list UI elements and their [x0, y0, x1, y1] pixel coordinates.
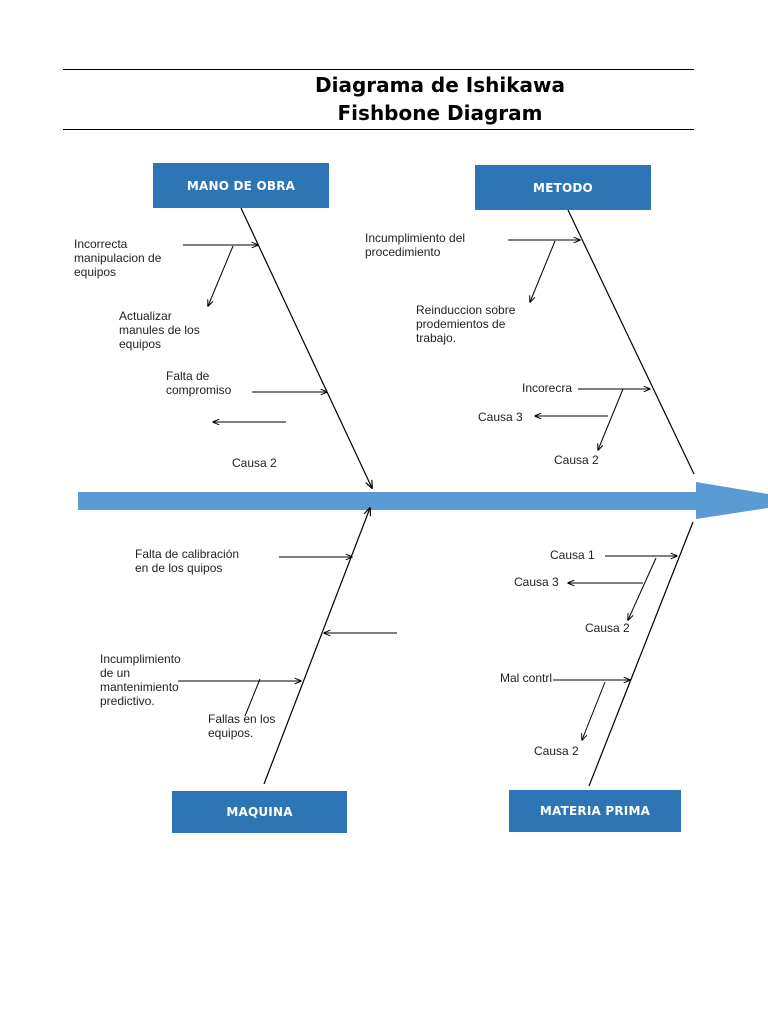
category-materia-prima: MATERIA PRIMA: [509, 790, 681, 832]
header-rule-top: [63, 69, 694, 70]
cause-maquina-1: Falta de calibración en de los quipos: [135, 547, 240, 575]
cause-maquina-3: Fallas en los equipos.: [208, 712, 276, 740]
cause-mano-2: Actualizar manules de los equipos: [119, 309, 200, 351]
cause-materia-5: Causa 2: [534, 744, 579, 758]
spine-head: [696, 482, 768, 519]
spine-bar: [78, 492, 698, 510]
cause-mano-1: Incorrecta manipulacion de equipos: [74, 237, 162, 279]
category-metodo: METODO: [475, 165, 651, 210]
cause-mano-3: Falta de compromiso: [166, 369, 232, 397]
header-rule-bottom: [63, 129, 694, 130]
cause-maquina-2: Incumplimiento de un mantenimiento predi…: [100, 652, 181, 708]
cause-metodo-2: Reinduccion sobre prodemientos de trabaj…: [416, 303, 516, 345]
category-mano-de-obra: MANO DE OBRA: [153, 163, 329, 208]
diagram-title: Diagrama de Ishikawa Fishbone Diagram: [290, 71, 590, 127]
cause-materia-2: Causa 3: [514, 575, 559, 589]
title-line-2: Fishbone Diagram: [337, 101, 543, 125]
cause-materia-3: Causa 2: [585, 621, 630, 635]
title-line-1: Diagrama de Ishikawa: [315, 73, 565, 97]
cause-mano-4: Causa 2: [232, 456, 277, 470]
cause-materia-4: Mal contrl: [500, 671, 553, 685]
cause-metodo-3: Incorecra: [522, 381, 573, 395]
bone-metodo: [567, 209, 695, 475]
bone-mano-de-obra: [240, 207, 372, 488]
bone-maquina: [263, 508, 370, 785]
category-maquina: MAQUINA: [172, 791, 347, 833]
cause-metodo-1: Incumplimiento del procedimiento: [365, 231, 466, 259]
bone-materia-prima: [588, 521, 694, 787]
cause-materia-1: Causa 1: [550, 548, 595, 562]
cause-metodo-4: Causa 3: [478, 410, 523, 424]
cause-metodo-5: Causa 2: [554, 453, 599, 467]
